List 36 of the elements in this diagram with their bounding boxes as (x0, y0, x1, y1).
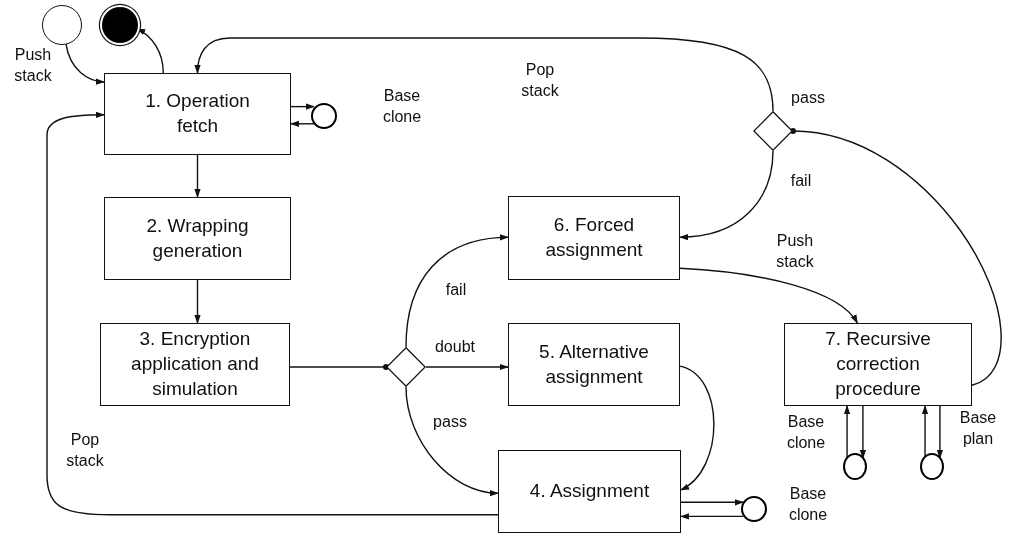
node-label: 6. Forced assignment (544, 213, 644, 262)
node-label: 1. Operation fetch (144, 89, 251, 138)
process-box (104, 197, 291, 280)
state-circle (311, 103, 337, 129)
arrow (680, 499, 744, 506)
start-circle (42, 5, 82, 45)
process-box (784, 323, 972, 406)
arrow (194, 154, 201, 198)
end-circle (102, 7, 138, 43)
state-circle (741, 496, 767, 522)
arrow (290, 103, 315, 110)
arrow (680, 513, 744, 520)
process-box (508, 196, 680, 280)
arrow (405, 386, 499, 496)
arrow (859, 405, 867, 459)
arrow (405, 234, 509, 348)
process-box (100, 323, 290, 406)
process-box (498, 450, 681, 533)
arrow (679, 365, 715, 491)
arrow (194, 279, 201, 324)
arrow (679, 267, 859, 324)
state-circle (920, 453, 944, 480)
arrow (65, 43, 105, 85)
arrow (194, 37, 774, 112)
node-label: 5. Alternative assignment (538, 339, 650, 389)
arrow (679, 150, 774, 240)
arrow (936, 405, 944, 459)
node-label: 4. Assignment (528, 479, 651, 504)
node-label: 3. Encryption application and simulation (130, 327, 260, 401)
node-label: 2. Wrapping generation (145, 213, 250, 263)
process-box (508, 323, 680, 406)
arrow (46, 111, 499, 516)
arrow (425, 363, 509, 371)
node-label: 7. Recursive correction procedure (824, 327, 932, 401)
state-circle (843, 453, 867, 480)
process-box (104, 73, 291, 155)
